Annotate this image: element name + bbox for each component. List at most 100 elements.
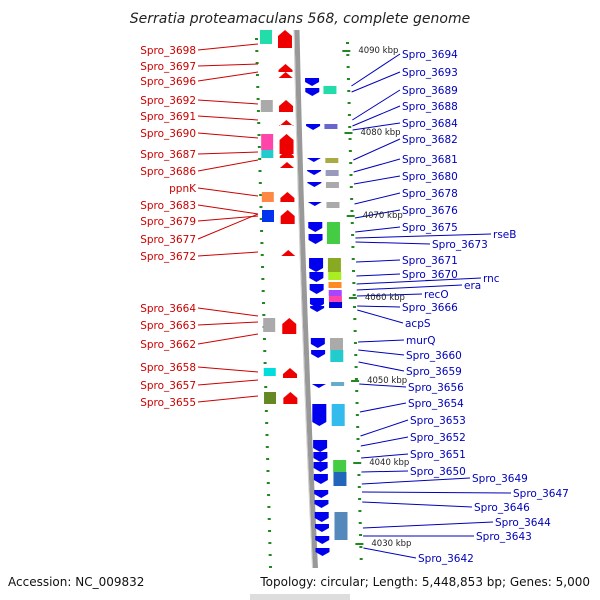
reverse-feature-box — [334, 512, 348, 540]
tick-mark-right — [347, 102, 351, 104]
forward-gene-label: Spro_3692 — [140, 95, 196, 107]
forward-gene-arrow — [282, 318, 297, 334]
reverse-feature-box — [328, 296, 342, 302]
tick-mark-right — [351, 234, 355, 236]
reverse-gene-label: Spro_3651 — [410, 449, 466, 461]
reverse-gene-arrow — [313, 474, 328, 484]
forward-leader-line — [197, 71, 259, 82]
tick-mark-left — [265, 446, 269, 448]
reverse-gene-label: Spro_3689 — [402, 85, 458, 97]
forward-gene-arrow — [281, 250, 296, 256]
reverse-gene-arrow — [313, 462, 328, 472]
reverse-gene-label: Spro_3671 — [402, 255, 458, 267]
tick-mark-left — [260, 242, 264, 244]
reverse-feature-box — [324, 124, 338, 129]
forward-leader-line — [197, 379, 259, 386]
kbp-scale-label: 4040 kbp — [369, 458, 409, 468]
tick-mark-right — [352, 270, 356, 272]
forward-gene-arrow — [283, 368, 298, 378]
tick-mark-left — [255, 38, 258, 40]
reverse-leader-line — [359, 402, 407, 413]
reverse-leader-line — [357, 309, 404, 324]
forward-gene-label: Spro_3686 — [140, 166, 196, 178]
reverse-gene-label: Spro_3693 — [402, 67, 458, 79]
tick-mark-left — [259, 218, 263, 220]
reverse-gene-arrow — [310, 338, 325, 348]
reverse-gene-label: recO — [424, 289, 449, 301]
tick-mark-left — [256, 98, 260, 100]
reverse-gene-label: Spro_3666 — [402, 302, 458, 314]
backbone-highlight — [293, 29, 315, 600]
reverse-gene-label: Spro_3684 — [402, 118, 458, 130]
kbp-scale-label: 4060 kbp — [365, 293, 405, 303]
major-tick-mark — [355, 543, 364, 545]
tick-mark-left — [261, 290, 265, 292]
reverse-gene-arrow — [312, 404, 327, 426]
reverse-gene-label: Spro_3652 — [410, 432, 466, 444]
reverse-gene-arrow — [309, 258, 324, 272]
reverse-leader-line — [362, 501, 473, 508]
reverse-gene-arrow — [314, 512, 329, 522]
forward-feature-box — [261, 134, 274, 150]
reverse-gene-label: Spro_3647 — [513, 488, 569, 500]
reverse-leader-line — [358, 361, 405, 372]
kbp-scale-label: 4090 kbp — [358, 46, 398, 56]
reverse-leader-line — [362, 521, 494, 529]
tick-mark-left — [268, 554, 272, 556]
reverse-gene-arrow — [313, 440, 328, 452]
tick-mark-right — [346, 66, 350, 68]
feature-tracks — [260, 30, 348, 556]
reverse-feature-box — [328, 282, 342, 288]
tick-mark-right — [353, 318, 357, 320]
forward-gene-arrow — [280, 210, 295, 224]
reverse-feature-box — [327, 258, 341, 272]
reverse-gene-label: Spro_3643 — [476, 531, 532, 543]
forward-leader-line — [197, 63, 259, 67]
forward-leader-line — [197, 395, 259, 403]
forward-gene-arrow — [278, 64, 293, 72]
reverse-gene-label: Spro_3659 — [406, 366, 462, 378]
reverse-gene-arrow — [314, 490, 329, 498]
reverse-leader-line — [359, 383, 407, 388]
tick-mark-left — [263, 362, 267, 364]
reverse-leader-line — [353, 158, 401, 173]
major-tick-mark — [353, 462, 362, 464]
reverse-gene-label: Spro_3694 — [402, 49, 458, 61]
forward-gene-arrow — [283, 392, 298, 404]
reverse-leader-line — [353, 175, 401, 185]
kbp-scale-label: 4030 kbp — [371, 539, 411, 549]
tick-mark-left — [255, 50, 259, 52]
reverse-feature-box — [328, 290, 342, 296]
accession-text: Accession: NC_009832 — [8, 575, 144, 589]
reverse-feature-box — [323, 86, 337, 94]
forward-gene-label: Spro_3663 — [140, 320, 196, 332]
forward-gene-arrow — [279, 100, 294, 112]
forward-gene-arrow — [279, 134, 294, 154]
tick-mark-left — [263, 350, 267, 352]
backbone-line — [294, 29, 320, 600]
tick-mark-right — [348, 126, 352, 128]
tick-mark-left — [255, 74, 259, 76]
tick-mark-left — [262, 314, 266, 316]
reverse-leader-line — [360, 436, 409, 447]
reverse-feature-box — [331, 382, 345, 386]
forward-leader-line — [197, 215, 259, 222]
tick-mark-left — [259, 206, 263, 208]
forward-feature-box — [263, 318, 276, 332]
reverse-gene-arrow — [306, 158, 321, 162]
tick-mark-right — [354, 366, 358, 368]
reverse-leader-line — [355, 259, 401, 263]
forward-gene-label: Spro_3683 — [140, 200, 196, 212]
reverse-feature-box — [326, 222, 340, 244]
forward-gene-label: Spro_3662 — [140, 339, 196, 351]
reverse-gene-arrow — [308, 234, 323, 244]
forward-leader-line — [197, 187, 259, 197]
tick-mark-left — [265, 422, 269, 424]
tick-mark-left — [268, 542, 272, 544]
reverse-gene-label: Spro_3650 — [410, 466, 466, 478]
reverse-gene-arrow — [307, 182, 322, 187]
major-tick-mark — [351, 380, 360, 382]
tick-mark-right — [348, 138, 352, 140]
